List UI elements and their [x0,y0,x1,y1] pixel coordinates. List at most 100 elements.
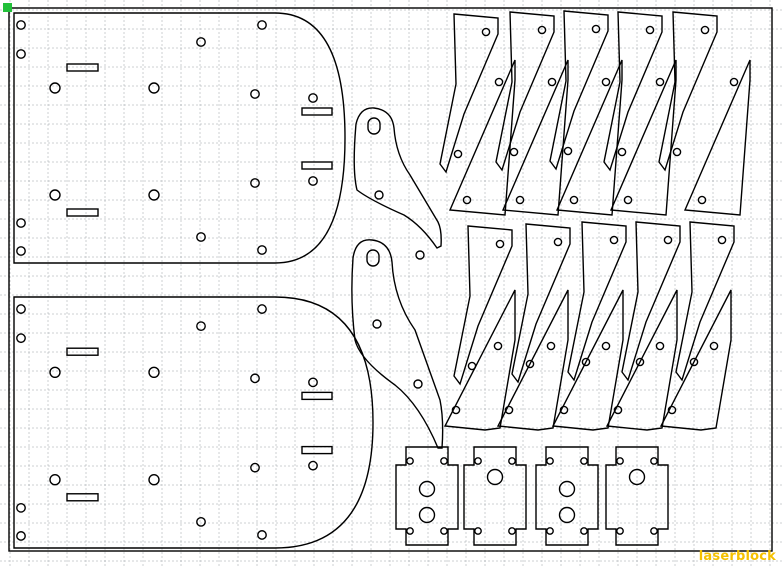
bracket-screw-hole [440,457,448,465]
mount-slot [66,63,99,72]
arm-hole [413,379,423,389]
bracket-shaft-hole [486,468,504,486]
chassis-plate [13,12,346,264]
blade-outline [659,289,732,431]
mount-hole [49,189,61,201]
plate-outline [13,296,374,549]
blade-hole [645,25,655,35]
blade-hole [729,77,739,87]
blade-hole [697,195,707,205]
blade-hole [609,235,619,245]
blade-outline [683,59,751,216]
bracket-screw-hole [546,457,554,465]
blade-outline [501,59,569,216]
mount-slot [301,107,333,116]
blade-hole [601,77,611,87]
mount-slot [301,391,333,401]
chassis-plates-group [13,12,374,549]
mount-hole [16,304,26,314]
brackets-group [395,446,669,546]
sheet-border [8,7,773,552]
mount-hole [49,82,61,94]
bracket-screw-hole [406,457,414,465]
blade-hole [504,405,514,415]
blade-hole [515,195,525,205]
mount-hole [308,460,318,471]
curved-arms-group [351,107,444,449]
motor-bracket [395,446,459,546]
bracket-shaft-hole [418,480,436,498]
fin-blade [495,11,555,172]
fin-blade [443,289,516,431]
blade-hole [494,77,504,87]
bracket-outline [605,446,669,546]
bracket-screw-hole [406,527,414,535]
plate-outline [13,12,346,264]
blade-hole [717,235,727,245]
blades-group [439,10,751,431]
mount-hole [16,531,26,541]
bracket-screw-hole [616,457,624,465]
blade-hole [613,405,623,415]
mount-hole [148,474,160,486]
blade-hole [553,237,563,247]
blade-hole [709,341,719,351]
blade-hole [601,341,611,351]
bracket-screw-hole [440,527,448,535]
mount-slot [66,208,99,217]
mount-hole [196,232,206,242]
bracket-screw-hole [580,457,588,465]
watermark-logo: laserblock [698,549,776,564]
blade-hole [635,357,645,367]
blade-hole [525,359,535,369]
fin-blade [439,13,499,174]
blade-outline [448,59,516,216]
fin-blade [603,11,663,172]
blade-hole [581,357,591,367]
mount-hole [257,20,267,30]
bracket-shaft-hole [418,506,436,524]
blade-hole [559,405,569,415]
bracket-shaft-hole [628,468,646,486]
blade-hole [700,25,710,35]
arm-outline [351,239,444,449]
mount-hole [257,530,267,540]
mount-hole [257,304,267,314]
blade-hole [563,146,573,156]
fin-blade [453,225,513,386]
blade-hole [453,149,463,159]
blade-outline [453,225,513,386]
mount-hole [16,218,26,228]
blade-outline [605,289,678,431]
bracket-shaft-hole [558,480,576,498]
fin-blade [683,59,751,216]
bracket-outline [463,446,527,546]
mount-hole [148,82,160,94]
blade-hole [655,341,665,351]
fin-blade [496,289,569,431]
motor-bracket [535,446,599,546]
blade-hole [663,235,673,245]
blade-hole [493,341,503,351]
blade-hole [462,195,472,205]
arm-hole [374,190,384,200]
blade-hole [547,77,557,87]
fin-blade [448,59,516,216]
fin-blade [549,10,609,171]
fin-blade [659,289,732,431]
blade-outline [495,11,555,172]
blade-hole [655,77,665,87]
blade-hole [672,147,682,157]
fin-blade [551,289,624,431]
motor-bracket [463,446,527,546]
bracket-screw-hole [508,457,516,465]
blade-outline [511,223,571,384]
mount-hole [196,37,206,47]
bracket-screw-hole [650,527,658,535]
fin-blade [605,289,678,431]
mount-hole [250,462,260,473]
blade-hole [689,357,699,367]
blade-hole [509,147,519,157]
